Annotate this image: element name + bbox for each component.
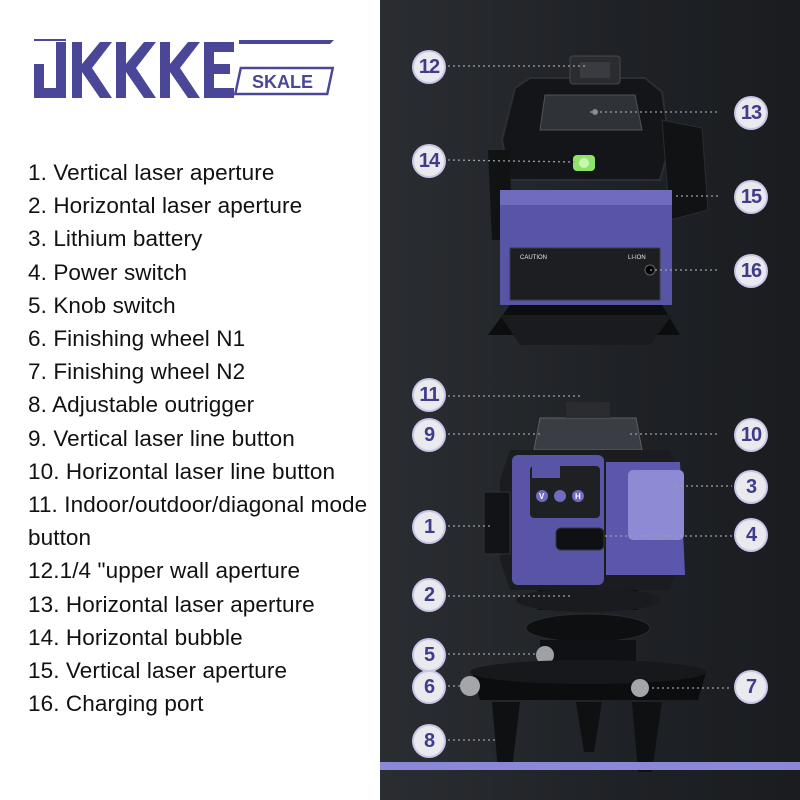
laser-level-illustration: CAUTION LI-ION V H	[447, 55, 732, 772]
legend-item: 3. Lithium battery	[28, 226, 203, 252]
callout-13: 13	[736, 98, 766, 128]
legend-item: 12.1/4 "upper wall aperture	[28, 558, 301, 584]
v-button-label: V	[539, 492, 545, 501]
legend-item: 8. Adjustable outrigger	[28, 392, 255, 418]
h-button-label: H	[575, 492, 581, 501]
legend-item: 5. Knob switch	[28, 292, 176, 318]
legend-item: 7. Finishing wheel N2	[28, 359, 246, 385]
callout-4: 4	[736, 520, 766, 550]
callout-6: 6	[414, 672, 444, 702]
legend-item: 1. Vertical laser aperture	[28, 160, 275, 185]
bottom-device: V H	[460, 402, 706, 772]
callout-15: 15	[736, 182, 766, 212]
callout-7: 7	[736, 672, 766, 702]
logo-text: SKALE	[252, 72, 313, 92]
callout-12: 12	[414, 52, 444, 82]
brand-logo: SKALE	[34, 39, 334, 98]
callout-8: 8	[414, 726, 444, 756]
legend-item: 9. Vertical laser line button	[28, 425, 295, 451]
legend-item: 10. Horizontal laser line button	[28, 458, 336, 484]
parts-legend: 1. Vertical laser aperture 2. Horizontal…	[28, 156, 378, 720]
legend-item: 16. Charging port	[28, 691, 204, 717]
accent-stripe	[380, 762, 800, 770]
callout-9: 9	[414, 420, 444, 450]
legend-item: 4. Power switch	[28, 259, 188, 285]
legend-item: 14. Horizontal bubble	[28, 624, 243, 650]
callout-2: 2	[414, 580, 444, 610]
callout-14: 14	[414, 146, 444, 176]
callout-1: 1	[414, 512, 444, 542]
battery-label: LI-ION	[628, 255, 646, 261]
leader-lines	[447, 65, 732, 741]
legend-item: 2. Horizontal laser aperture	[28, 193, 303, 219]
legend-item: 13. Horizontal laser aperture	[28, 591, 315, 617]
top-device: CAUTION LI-ION	[488, 55, 709, 345]
callout-10: 10	[736, 420, 766, 450]
legend-item: 11. Indoor/outdoor/diagonal mode button	[28, 492, 368, 551]
callout-16: 16	[736, 256, 766, 286]
caution-label: CAUTION	[520, 255, 547, 261]
callout-11: 11	[414, 380, 444, 410]
left-panel	[0, 0, 380, 800]
legend-item: 6. Finishing wheel N1	[28, 326, 246, 352]
legend-item: 15. Vertical laser aperture	[28, 658, 288, 684]
callout-3: 3	[736, 472, 766, 502]
callout-5: 5	[414, 640, 444, 670]
